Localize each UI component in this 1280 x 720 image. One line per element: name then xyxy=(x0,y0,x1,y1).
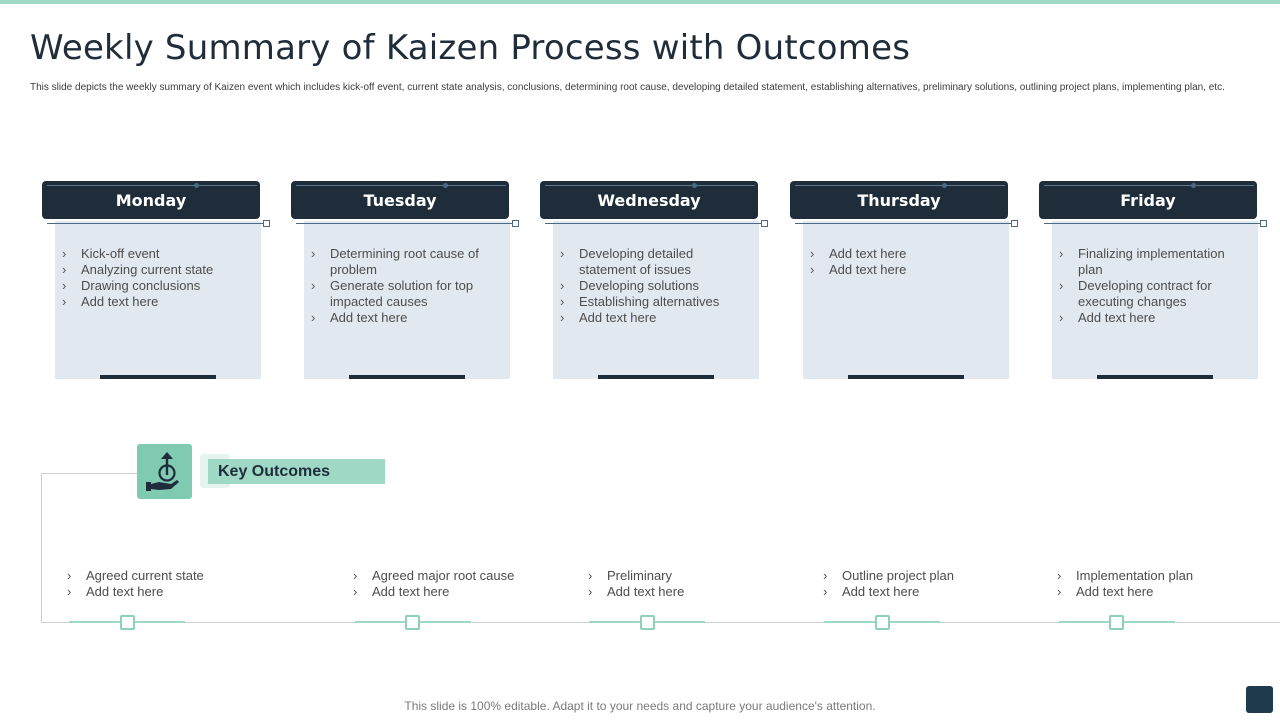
selection-guide xyxy=(545,223,764,224)
rotate-handle[interactable] xyxy=(942,183,947,188)
day-header[interactable]: Friday xyxy=(1039,181,1267,227)
resize-handle[interactable] xyxy=(1260,220,1267,227)
day-label: Monday xyxy=(115,191,187,210)
list-item: Add text here xyxy=(62,294,247,310)
selection-guide xyxy=(1044,185,1254,186)
day-card-wednesday[interactable]: Developing detailed statement of issues … xyxy=(540,181,768,381)
card-accent-bar xyxy=(100,375,216,379)
list-item: Add text here xyxy=(810,262,995,278)
day-bullet-list: Finalizing implementation plan Developin… xyxy=(1059,246,1244,326)
resize-handle[interactable] xyxy=(1011,220,1018,227)
resize-handle[interactable] xyxy=(761,220,768,227)
selection-guide xyxy=(47,223,266,224)
list-item: Determining root cause of problem xyxy=(311,246,496,278)
timeline-marker xyxy=(640,615,655,630)
day-label: Wednesday xyxy=(597,191,701,210)
selection-guide xyxy=(545,185,755,186)
list-item: Drawing conclusions xyxy=(62,278,247,294)
list-item: Agreed current state xyxy=(67,568,287,584)
slide-subtitle: This slide depicts the weekly summary of… xyxy=(30,82,1225,93)
key-outcomes-text: Key Outcomes xyxy=(218,463,331,480)
list-item: Add text here xyxy=(1057,584,1277,600)
list-item: Add text here xyxy=(1059,310,1244,326)
selection-guide xyxy=(296,185,506,186)
resize-handle[interactable] xyxy=(512,220,519,227)
list-item: Analyzing current state xyxy=(62,262,247,278)
outcome-list: Outline project plan Add text here xyxy=(823,568,1043,600)
list-item: Add text here xyxy=(311,310,496,326)
day-bullet-list: Add text here Add text here xyxy=(810,246,995,278)
key-outcomes-label: Key Outcomes xyxy=(208,459,385,484)
rotate-handle[interactable] xyxy=(443,183,448,188)
day-card-monday[interactable]: Kick-off event Analyzing current state D… xyxy=(42,181,270,381)
selection-guide xyxy=(795,185,1005,186)
list-item: Outline project plan xyxy=(823,568,1043,584)
outcome-list: Agreed current state Add text here xyxy=(67,568,287,600)
card-accent-bar xyxy=(598,375,714,379)
day-card-body xyxy=(803,221,1009,379)
slide-title: Weekly Summary of Kaizen Process with Ou… xyxy=(30,28,911,68)
list-item: Generate solution for top impacted cause… xyxy=(311,278,496,310)
day-bullet-list: Developing detailed statement of issues … xyxy=(560,246,745,326)
day-label: Tuesday xyxy=(363,191,437,210)
corner-badge xyxy=(1246,686,1273,713)
outcome-list: Preliminary Add text here xyxy=(588,568,808,600)
day-bullet-list: Determining root cause of problem Genera… xyxy=(311,246,496,326)
timeline-marker xyxy=(405,615,420,630)
timeline-marker xyxy=(120,615,135,630)
list-item: Add text here xyxy=(588,584,808,600)
outcomes-frame-top xyxy=(41,473,137,474)
day-card-friday[interactable]: Finalizing implementation plan Developin… xyxy=(1039,181,1267,381)
list-item: Implementation plan xyxy=(1057,568,1277,584)
list-item: Establishing alternatives xyxy=(560,294,745,310)
timeline-marker xyxy=(1109,615,1124,630)
list-item: Add text here xyxy=(823,584,1043,600)
outcome-list: Agreed major root cause Add text here xyxy=(353,568,573,600)
list-item: Add text here xyxy=(560,310,745,326)
day-bullet-list: Kick-off event Analyzing current state D… xyxy=(62,246,247,310)
rotate-handle[interactable] xyxy=(692,183,697,188)
list-item: Agreed major root cause xyxy=(353,568,573,584)
list-item: Kick-off event xyxy=(62,246,247,262)
list-item: Add text here xyxy=(67,584,287,600)
list-item: Preliminary xyxy=(588,568,808,584)
card-accent-bar xyxy=(349,375,465,379)
day-card-thursday[interactable]: Add text here Add text here Thursday xyxy=(790,181,1018,381)
card-accent-bar xyxy=(848,375,964,379)
card-accent-bar xyxy=(1097,375,1213,379)
outcome-list: Implementation plan Add text here xyxy=(1057,568,1277,600)
list-item: Add text here xyxy=(810,246,995,262)
selection-guide xyxy=(795,223,1014,224)
selection-guide xyxy=(296,223,515,224)
list-item: Developing solutions xyxy=(560,278,745,294)
list-item: Developing contract for executing change… xyxy=(1059,278,1244,310)
timeline-marker xyxy=(875,615,890,630)
day-header[interactable]: Tuesday xyxy=(291,181,519,227)
resize-handle[interactable] xyxy=(263,220,270,227)
selection-guide xyxy=(1044,223,1263,224)
list-item: Add text here xyxy=(353,584,573,600)
rotate-handle[interactable] xyxy=(1191,183,1196,188)
day-label: Friday xyxy=(1120,191,1176,210)
list-item: Finalizing implementation plan xyxy=(1059,246,1244,278)
list-item: Developing detailed statement of issues xyxy=(560,246,745,278)
day-card-tuesday[interactable]: Determining root cause of problem Genera… xyxy=(291,181,519,381)
hand-upload-icon xyxy=(137,444,192,499)
top-accent-bar xyxy=(0,0,1280,4)
day-header[interactable]: Wednesday xyxy=(540,181,768,227)
day-label: Thursday xyxy=(857,191,941,210)
rotate-handle[interactable] xyxy=(194,183,199,188)
day-header[interactable]: Monday xyxy=(42,181,270,227)
slide-footer: This slide is 100% editable. Adapt it to… xyxy=(404,699,876,713)
outcomes-frame-left xyxy=(41,473,42,622)
selection-guide xyxy=(47,185,257,186)
day-header[interactable]: Thursday xyxy=(790,181,1018,227)
